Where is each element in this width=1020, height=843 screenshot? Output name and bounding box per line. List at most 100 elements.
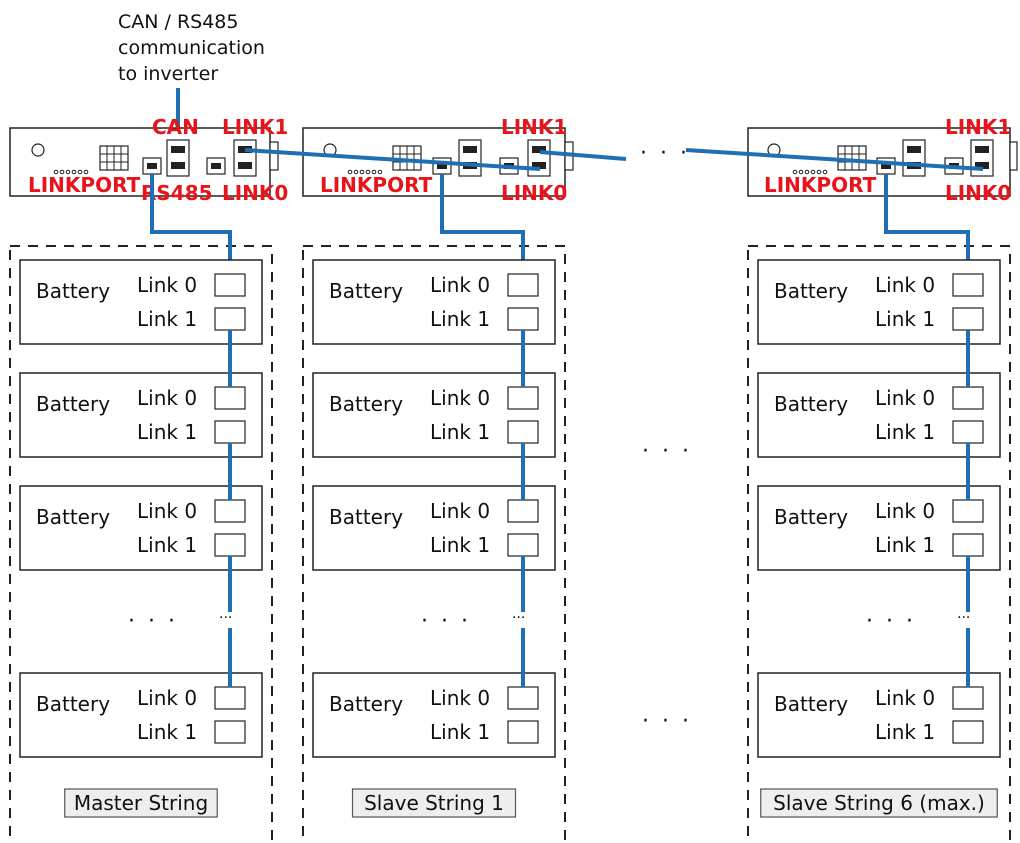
inverter-note-line-1: CAN / RS485: [118, 11, 239, 33]
slave6-string-label-box: [760, 788, 998, 818]
strings-ellipsis-upper: · · ·: [642, 439, 692, 464]
battery-label: Battery: [329, 692, 403, 716]
battery-link1-port: [952, 720, 984, 744]
dip-switch-icon: [837, 145, 867, 171]
battery-link1-port: [214, 420, 246, 444]
battery-link0-port: [214, 273, 246, 297]
indicator-leds-icon: [792, 169, 828, 175]
battery-link0-label: Link 0: [430, 499, 490, 523]
battery-link1-port: [507, 533, 539, 557]
can-rs485-dual-jack-icon: [902, 139, 926, 177]
battery-link1-label: Link 1: [875, 533, 935, 557]
battery-link0-port: [507, 386, 539, 410]
battery-label: Battery: [36, 692, 110, 716]
slave6-link1-label: LINK1: [945, 115, 1011, 139]
battery-link0-port: [214, 386, 246, 410]
battery-link0-label: Link 0: [875, 686, 935, 710]
battery-label: Battery: [774, 392, 848, 416]
slave1-link0-label: LINK0: [501, 181, 567, 205]
master-linkport-label: LINKPORT: [28, 173, 141, 197]
can-rs485-dual-jack-icon: [166, 139, 190, 177]
screw-icon: [31, 143, 45, 157]
can-port-label: CAN: [152, 115, 199, 139]
cable-continuation-ellipsis: ···: [512, 610, 525, 626]
link-dual-jack-icon: [233, 139, 257, 177]
battery-link0-label: Link 0: [875, 386, 935, 410]
battery-link0-port: [952, 273, 984, 297]
master-string-label-box: [64, 788, 218, 818]
battery-link1-label: Link 1: [137, 533, 197, 557]
battery-link0-label: Link 0: [430, 273, 490, 297]
battery-link1-label: Link 1: [430, 533, 490, 557]
battery-link1-label: Link 1: [875, 420, 935, 444]
slave6-link0-label: LINK0: [945, 181, 1011, 205]
battery-module: Battery Link 0 Link 1: [19, 259, 263, 345]
slave6-linkport-label: LINKPORT: [764, 173, 877, 197]
inter-bms-link-cables: [244, 148, 984, 171]
battery-link1-port: [214, 307, 246, 331]
battery-label: Battery: [774, 692, 848, 716]
battery-label: Battery: [329, 279, 403, 303]
battery-link0-label: Link 0: [875, 499, 935, 523]
battery-link1-label: Link 1: [137, 720, 197, 744]
battery-module: Battery Link 0 Link 1: [19, 672, 263, 758]
inverter-note-line-3: to inverter: [118, 63, 218, 85]
master-link0-label: LINK0: [222, 181, 288, 205]
battery-label: Battery: [774, 279, 848, 303]
battery-link0-label: Link 0: [137, 686, 197, 710]
slave1-link1-label: LINK1: [501, 115, 567, 139]
battery-link1-label: Link 1: [875, 720, 935, 744]
battery-link0-label: Link 0: [875, 273, 935, 297]
battery-label: Battery: [36, 279, 110, 303]
battery-link1-label: Link 1: [430, 307, 490, 331]
slave1-linkport-label: LINKPORT: [320, 173, 433, 197]
battery-link0-port: [952, 499, 984, 523]
battery-link1-label: Link 1: [137, 420, 197, 444]
inverter-note-line-2: communication: [118, 37, 265, 59]
battery-label: Battery: [329, 392, 403, 416]
battery-link1-port: [952, 307, 984, 331]
master-link1-label: LINK1: [222, 115, 288, 139]
slave1-bms-to-battery-cable: [440, 174, 525, 275]
more-batteries-ellipsis: · · ·: [421, 609, 471, 634]
battery-module: Battery Link 0 Link 1: [312, 259, 556, 345]
battery-link1-port: [507, 720, 539, 744]
battery-module: Battery Link 0 Link 1: [19, 485, 263, 571]
battery-link0-label: Link 0: [137, 273, 197, 297]
slave6-string-label: Slave String 6 (max.): [773, 791, 985, 815]
slave6-string-container: [747, 245, 1011, 843]
battery-link0-port: [507, 686, 539, 710]
battery-link1-port: [952, 420, 984, 444]
battery-link1-label: Link 1: [137, 307, 197, 331]
slave1-string-container: [302, 245, 566, 843]
indicator-leds-icon: [53, 169, 89, 175]
more-batteries-ellipsis: · · ·: [866, 609, 916, 634]
battery-link0-port: [952, 386, 984, 410]
battery-link0-port: [952, 686, 984, 710]
battery-link1-port: [214, 720, 246, 744]
battery-label: Battery: [36, 505, 110, 529]
cable-continuation-ellipsis: ···: [219, 610, 232, 626]
battery-link1-port: [507, 420, 539, 444]
battery-link0-label: Link 0: [137, 499, 197, 523]
battery-link0-label: Link 0: [137, 386, 197, 410]
battery-link1-label: Link 1: [430, 720, 490, 744]
battery-link0-label: Link 0: [430, 386, 490, 410]
can-rs485-dual-jack-icon: [458, 139, 482, 177]
slave1-string-label-box: [351, 788, 517, 818]
battery-link1-label: Link 1: [875, 307, 935, 331]
bms-chain-ellipsis: · · ·: [640, 141, 690, 166]
dip-switch-icon: [99, 145, 129, 171]
more-batteries-ellipsis: · · ·: [128, 609, 178, 634]
battery-module: Battery Link 0 Link 1: [757, 672, 1001, 758]
battery-link1-port: [952, 533, 984, 557]
